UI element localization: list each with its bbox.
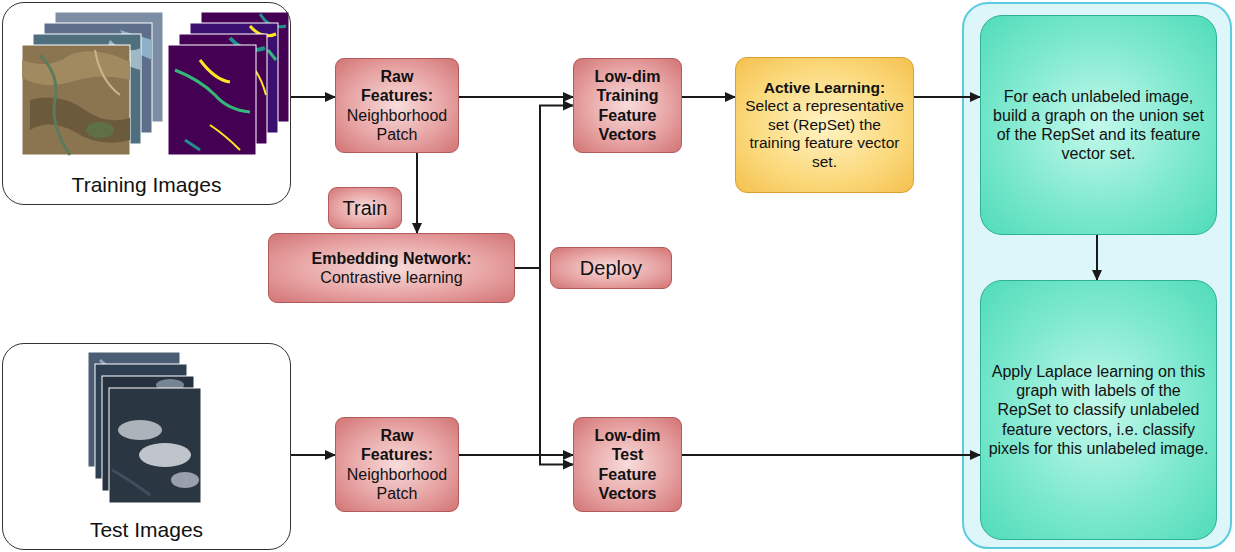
text-group: For each unlabeled image, build a graph … <box>988 87 1209 164</box>
box-heading: Low-dim Test Feature Vectors <box>581 426 674 503</box>
arrow-connector <box>459 454 573 456</box>
process-box: Raw Features:Neighborhood Patch <box>335 417 459 512</box>
image-group-box: Training Images <box>2 2 291 205</box>
text-group: Active Learning:Select a representative … <box>743 79 906 172</box>
process-box: Raw Features:Neighborhood Patch <box>335 58 459 153</box>
text-group: Deploy <box>558 256 664 280</box>
tag-box: Train <box>328 187 402 229</box>
process-box: Low-dim Test Feature Vectors <box>573 417 682 512</box>
box-heading: Embedding Network: <box>276 249 507 268</box>
arrow-connector <box>682 454 980 456</box>
box-text: Select a representative set (RepSet) the… <box>743 97 906 171</box>
box-text: Train <box>336 196 394 220</box>
text-group: Embedding Network:Contrastive learning <box>276 249 507 287</box>
box-text: Contrastive learning <box>276 268 507 287</box>
process-box: Low-dim Training Feature Vectors <box>573 58 682 153</box>
box-text: Apply Laplace learning on this graph wit… <box>988 362 1209 458</box>
arrow-connector <box>459 96 573 98</box>
tag-box: Deploy <box>550 247 672 289</box>
arrow-connector <box>291 454 335 456</box>
process-box: For each unlabeled image, build a graph … <box>980 15 1217 235</box>
box-heading: Raw Features: <box>343 426 451 464</box>
training-mask-stack <box>168 12 289 155</box>
process-box: Embedding Network:Contrastive learning <box>268 233 515 303</box>
arrow-connector <box>515 106 573 269</box>
text-group: Low-dim Test Feature Vectors <box>581 426 674 503</box>
arrow-connector <box>914 96 980 98</box>
text-group: Training Images <box>10 172 283 197</box>
training-photo-stack <box>22 12 163 155</box>
box-text: Neighborhood Patch <box>343 465 451 503</box>
image-group-box: Test Images <box>2 343 291 550</box>
text-group: Apply Laplace learning on this graph wit… <box>988 362 1209 458</box>
box-heading: Active Learning: <box>743 79 906 98</box>
text-group: Test Images <box>10 517 283 542</box>
box-heading: Low-dim Training Feature Vectors <box>581 67 674 144</box>
arrow-connector <box>682 96 735 98</box>
text-group: Low-dim Training Feature Vectors <box>581 67 674 144</box>
box-text: Test Images <box>10 517 283 542</box>
box-heading: Raw Features: <box>343 67 451 105</box>
process-box: Active Learning:Select a representative … <box>735 57 914 193</box>
process-box: Apply Laplace learning on this graph wit… <box>980 280 1217 540</box>
arrow-connector <box>515 268 573 465</box>
arrow-connector <box>291 96 335 98</box>
arrow-connector <box>416 153 418 233</box>
text-group: Train <box>336 196 394 220</box>
box-text: Neighborhood Patch <box>343 106 451 144</box>
box-text: Training Images <box>10 172 283 197</box>
text-group: Raw Features:Neighborhood Patch <box>343 426 451 503</box>
box-text: Deploy <box>558 256 664 280</box>
test-photo-stack <box>88 352 201 503</box>
box-text: For each unlabeled image, build a graph … <box>988 87 1209 164</box>
arrow-connector <box>1096 235 1098 280</box>
text-group: Raw Features:Neighborhood Patch <box>343 67 451 144</box>
